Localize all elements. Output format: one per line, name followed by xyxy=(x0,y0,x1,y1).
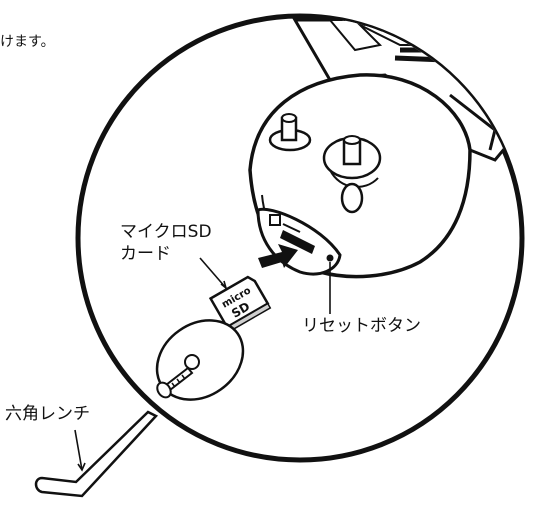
hex-wrench-icon xyxy=(34,410,159,498)
microsd-label-line2: カード xyxy=(120,244,171,264)
microsd-label-line1: マイクロSD xyxy=(120,222,212,242)
hex-wrench-label: 六角レンチ xyxy=(5,404,90,424)
insert-arrow-icon xyxy=(258,244,298,268)
leader-lines xyxy=(74,257,331,472)
microsd-card: micro SD xyxy=(208,275,272,333)
reset-hole-icon xyxy=(326,254,334,262)
screw-post-icon xyxy=(322,135,382,189)
sd-slot-icon xyxy=(269,214,315,254)
reset-button-label: リセットボタン xyxy=(302,316,421,336)
screw-icon xyxy=(156,366,194,399)
instruction-text: けます。 xyxy=(0,34,55,50)
screw-post-icon xyxy=(268,113,312,152)
